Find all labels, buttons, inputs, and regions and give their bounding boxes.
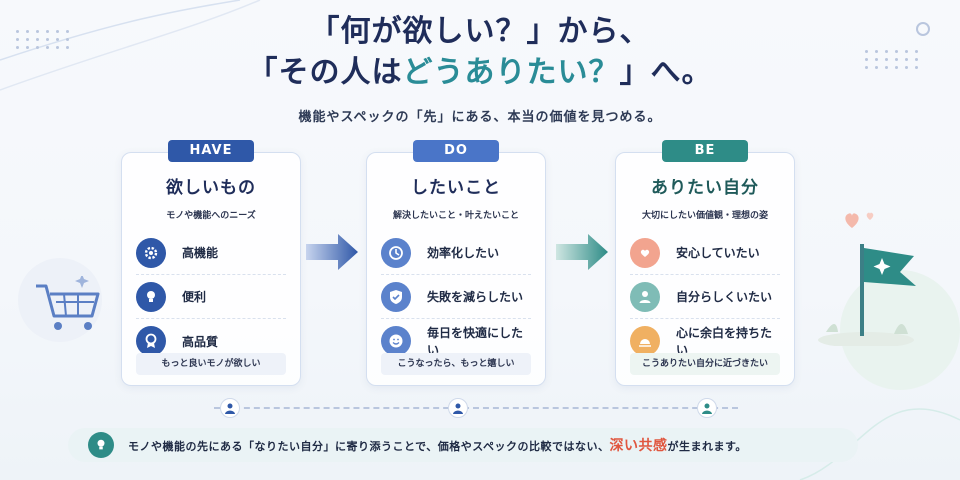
person-icon <box>630 281 660 312</box>
dot-grid-decoration <box>865 50 920 69</box>
page-title: 「何が欲しい？」から、 「その人はどうありたい？」へ。 <box>0 12 960 94</box>
do-card: DO したいこと 解決したいこと・叶えたいこと 効率化したい 失敗を減らしたい … <box>366 140 546 386</box>
do-item-efficiency: 効率化したい <box>381 231 531 275</box>
title-line-2-pre: 「その人は <box>247 55 403 90</box>
person-icon <box>220 398 240 418</box>
connection-dashed-line <box>214 407 738 409</box>
do-item-label: 失敗を減らしたい <box>427 290 524 304</box>
arrow-right-icon <box>306 234 358 270</box>
bottom-message: モノや機能の先にある「なりたい自分」に寄り添うことで、価格やスペックの比較ではな… <box>128 435 747 455</box>
clock-icon <box>381 237 411 268</box>
be-item-label: 自分らしくいたい <box>676 290 773 304</box>
have-tag: HAVE <box>168 140 254 162</box>
be-description: 大切にしたい価値観・理想の姿 <box>641 211 768 221</box>
do-heading: したいこと <box>411 178 501 198</box>
do-description: 解決したいこと・叶えたいこと <box>392 211 519 221</box>
have-item-label: 便利 <box>182 290 207 304</box>
title-line-2: 「その人はどうありたい？」へ。 <box>0 52 960 94</box>
have-item-high-quality: 高品質 <box>136 319 286 363</box>
shopping-cart-icon <box>36 276 100 330</box>
lightbulb-icon <box>88 432 114 458</box>
hearts-decoration <box>845 212 874 228</box>
dot-grid-decoration <box>16 30 71 49</box>
have-heading: 欲しいもの <box>166 178 256 198</box>
subtitle: 機能やスペックの「先」にある、本当の価値を見つめる。 <box>298 110 662 125</box>
do-item-comfort: 毎日を快適にしたい <box>381 319 531 363</box>
be-item-peace-of-mind: 安心していたい <box>630 231 780 275</box>
bottom-message-post: が生まれます。 <box>667 440 747 453</box>
lightbulb-icon <box>136 281 166 312</box>
smile-icon <box>381 326 411 356</box>
person-icon <box>448 398 468 418</box>
have-card: HAVE 欲しいもの モノや機能へのニーズ 高機能 便利 高品質 もっと良いモノ… <box>121 140 301 386</box>
sunrise-icon <box>630 326 660 356</box>
have-item-convenient: 便利 <box>136 275 286 319</box>
award-icon <box>136 326 166 356</box>
arrow-right-icon <box>556 234 608 270</box>
bottom-message-bar: モノや機能の先にある「なりたい自分」に寄り添うことで、価格やスペックの比較ではな… <box>68 428 858 462</box>
have-footer: もっと良いモノが欲しい <box>136 353 286 375</box>
be-item-label: 安心していたい <box>676 246 760 260</box>
do-tag: DO <box>413 140 499 162</box>
shield-check-icon <box>381 281 411 312</box>
do-item-label: 効率化したい <box>427 246 500 260</box>
do-footer: こうなったら、もっと嬉しい <box>381 353 531 375</box>
title-line-2-post: 」へ。 <box>619 55 713 90</box>
do-item-fewer-mistakes: 失敗を減らしたい <box>381 275 531 319</box>
be-footer: こうありたい自分に近づきたい <box>630 353 780 375</box>
have-description: モノや機能へのニーズ <box>166 211 256 221</box>
title-line-2-accent: どうありたい？ <box>402 55 620 90</box>
heart-hands-icon <box>630 237 660 268</box>
ring-decoration <box>916 22 930 36</box>
bottom-message-pre: モノや機能の先にある「なりたい自分」に寄り添うことで、価格やスペックの比較ではな… <box>128 440 610 453</box>
bottom-message-emphasis: 深い共感 <box>609 438 668 454</box>
have-item-label: 高機能 <box>182 246 219 260</box>
gear-icon <box>136 237 166 268</box>
have-item-high-function: 高機能 <box>136 231 286 275</box>
be-heading: ありたい自分 <box>651 178 759 198</box>
flag-icon <box>818 244 916 346</box>
person-icon <box>697 398 717 418</box>
be-item-be-myself: 自分らしくいたい <box>630 275 780 319</box>
be-tag: BE <box>662 140 748 162</box>
be-card: BE ありたい自分 大切にしたい価値観・理想の姿 安心していたい 自分らしくいた… <box>615 140 795 386</box>
be-item-mental-space: 心に余白を持ちたい <box>630 319 780 363</box>
title-line-1: 「何が欲しい？」から、 <box>309 14 651 49</box>
have-item-label: 高品質 <box>182 334 219 349</box>
